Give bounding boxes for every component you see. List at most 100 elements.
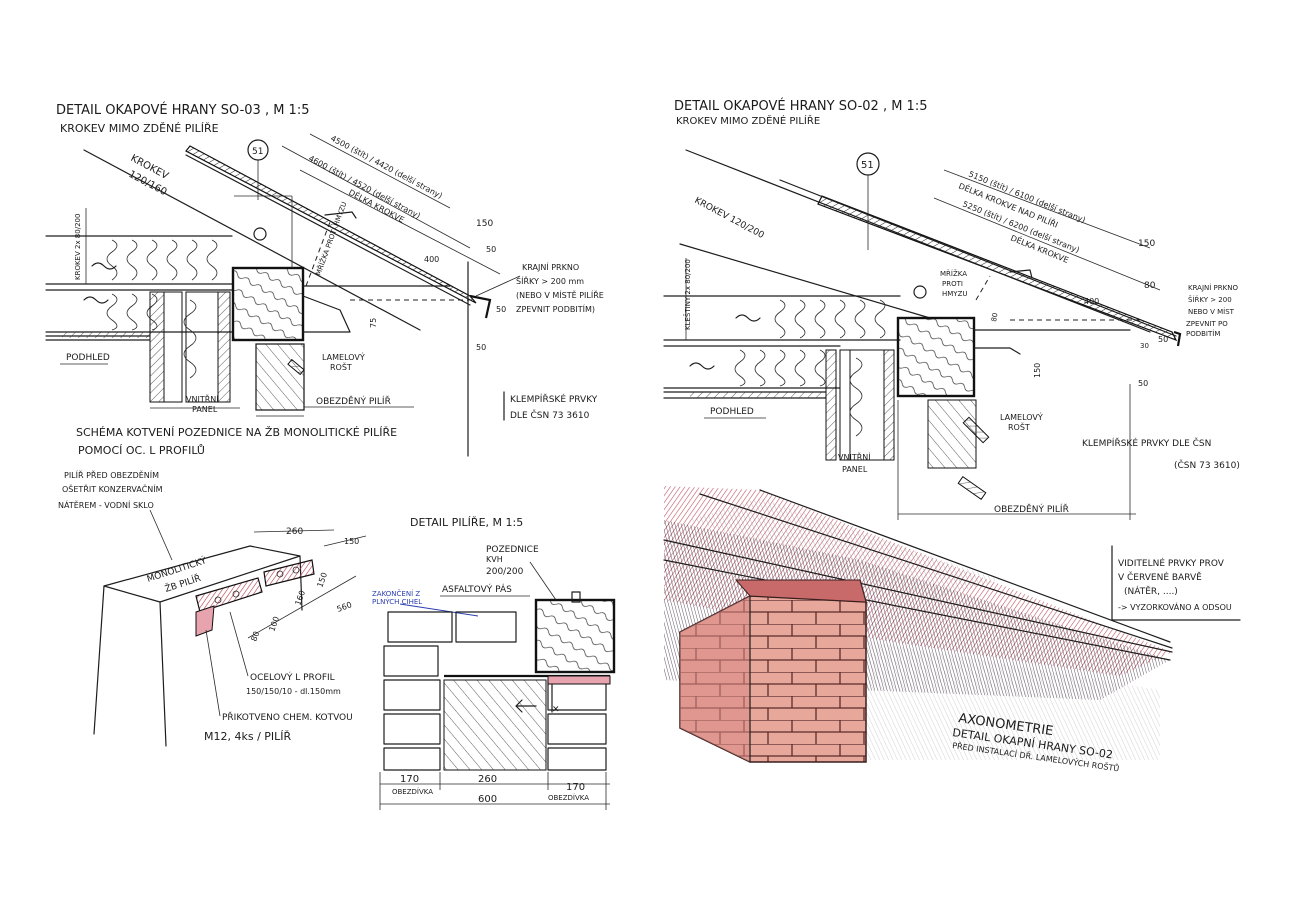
l-profile-section xyxy=(547,675,611,685)
mrizka-r3: HMYZU xyxy=(942,290,968,298)
dim-50r: 50 xyxy=(1158,335,1168,344)
roof-covering xyxy=(185,145,477,304)
klemp-1: KLEMPÍŘSKÉ PRVKY xyxy=(510,393,598,405)
dim-150: 150 xyxy=(476,219,493,229)
dim-260: 260 xyxy=(286,527,303,537)
dim-80: 80 xyxy=(249,630,261,643)
dim-80br: 80 xyxy=(990,312,999,322)
axonometry-sketch: VIDITELNÉ PRVKY PROV V ČERVENÉ BARVĚ (NÁ… xyxy=(663,486,1241,773)
l-profile-1 xyxy=(195,577,263,613)
pilir-note-2: OŠETŘIT KONZERVAČNÍM xyxy=(62,483,163,494)
wall-section xyxy=(45,291,305,411)
marker-label-right: 51 xyxy=(861,160,874,171)
dim-160: 160 xyxy=(293,589,307,606)
soffit-board xyxy=(302,285,451,333)
obezdeny-label: OBEZDĚNÝ PILÍŘ xyxy=(316,395,391,407)
asfalt-label: ASFALTOVÝ PÁS xyxy=(442,583,512,595)
schema-title-1: SCHÉMA KOTVENÍ POZEDNICE NA ŽB MONOLITIC… xyxy=(76,426,397,439)
dim-170c-lbl: OBEZDÍVKA xyxy=(548,793,589,802)
mrizka-r2: PROTI xyxy=(942,280,963,288)
krajni-r5: PODBITÍM xyxy=(1186,329,1220,338)
dim-75: 75 xyxy=(369,318,378,328)
pozednice-3: 200/200 xyxy=(486,567,524,577)
pillar-detail: DETAIL PILÍŘE, M 1:5 POZEDNICE KVH 200/2… xyxy=(372,516,616,810)
legend-1: VIDITELNÉ PRVKY PROV xyxy=(1118,557,1225,569)
ocel-2: 150/150/10 - dl.150mm xyxy=(246,687,341,696)
left-eaves-detail: DETAIL OKAPOVÉ HRANY SO-03 , M 1:5 KROKE… xyxy=(45,102,604,457)
lamel-label-2: ROŠT xyxy=(330,361,352,372)
podhled-label: PODHLED xyxy=(66,353,110,363)
slope-dimensions: 4500 (štít) / 4420 (delší strany) 4600 (… xyxy=(281,133,506,352)
dim-80r: 80 xyxy=(1144,281,1156,291)
pozednice-beam xyxy=(534,598,616,674)
krajni-r2: ŠÍŘKY > 200 xyxy=(1188,295,1232,304)
legend-2: V ČERVENÉ BARVĚ xyxy=(1118,571,1202,583)
roof-covering-right xyxy=(817,195,1178,342)
left-title: DETAIL OKAPOVÉ HRANY SO-03 , M 1:5 xyxy=(56,102,309,118)
dim-260b: 260 xyxy=(478,774,497,785)
dim-100: 100 xyxy=(267,615,281,632)
marker-label: 51 xyxy=(252,147,263,157)
right-eaves-detail: DETAIL OKAPOVÉ HRANY SO-02 , M 1:5 KROKE… xyxy=(663,98,1240,520)
zakonceni-2: PLNÝCH CIHEL xyxy=(372,597,422,606)
dim-30r: 30 xyxy=(1140,342,1149,350)
prik-1: PŘIKOTVENO CHEM. KOTVOU xyxy=(222,712,353,723)
l-profile-leg xyxy=(195,605,215,637)
anchoring-schema: SCHÉMA KOTVENÍ POZEDNICE NA ŽB MONOLITIC… xyxy=(58,426,397,747)
klemp-2: DLE ČSN 73 3610 xyxy=(510,409,590,421)
pilir-note-3: NÁTĚREM - VODNÍ SKLO xyxy=(58,499,154,510)
podhled-right: PODHLED xyxy=(710,407,754,417)
dim-150r: 150 xyxy=(1138,239,1155,249)
lamel-r2: ROŠT xyxy=(1008,421,1030,432)
prik-2: M12, 4ks / PILÍŘ xyxy=(204,730,292,743)
zakonceni-1: ZAKONČENÍ Z xyxy=(372,589,420,598)
vnitrni-label-1: VNITŘNÍ xyxy=(186,393,219,404)
wall-plate xyxy=(231,266,305,342)
ocel-1: OCELOVÝ L PROFIL xyxy=(250,671,335,683)
dim-600: 600 xyxy=(478,794,497,805)
krajni-r4: ZPEVNIT PO xyxy=(1186,320,1228,328)
obezdeny-right: OBEZDĚNÝ PILÍŘ xyxy=(994,503,1069,515)
lamel-r1: LAMELOVÝ xyxy=(1000,411,1043,422)
dim-170a: 170 xyxy=(400,774,419,785)
krokev-vertical: KROKEV 2x 80/200 xyxy=(74,214,82,280)
flashing xyxy=(469,294,492,319)
vnitrni-r2: PANEL xyxy=(842,465,868,474)
bolt-icon-right xyxy=(913,285,927,299)
krajni-r3: NEBO V MÍST xyxy=(1188,307,1235,316)
klemp-r2: (ČSN 73 3610) xyxy=(1174,459,1240,471)
dim-50br: 50 xyxy=(1138,379,1148,388)
dim-400r: 400 xyxy=(1084,297,1099,306)
wall-section-right xyxy=(663,349,977,469)
krajni-r1: KRAJNÍ PRKNO xyxy=(1188,283,1238,292)
rafter-top xyxy=(185,154,471,306)
dim-50a: 50 xyxy=(486,245,496,254)
dim-150s: 150 xyxy=(344,537,359,546)
dim-560: 560 xyxy=(336,600,353,614)
schema-title-2: POMOCÍ OC. L PROFILŮ xyxy=(78,444,205,457)
svg-text:✕: ✕ xyxy=(552,705,560,715)
pilir-note-1: PILÍŘ PŘED OBEZDĚNÍM xyxy=(64,469,159,480)
mrizka-r1: MŘÍŽKA xyxy=(940,269,967,278)
klestiny-vertical: KLEŠTINY 2x 80/200 xyxy=(683,259,692,330)
dim-50c: 50 xyxy=(476,343,486,352)
bolt-icon xyxy=(253,227,267,241)
pozednice-1: POZEDNICE xyxy=(486,545,539,555)
lamel-label-1: LAMELOVÝ xyxy=(322,351,365,362)
dim-170c: 170 xyxy=(566,782,585,793)
insulation: KROKEV 2x 80/200 xyxy=(45,208,233,333)
pozednice-2: KVH xyxy=(486,555,503,564)
concrete-core xyxy=(443,679,547,771)
wall-plate-right xyxy=(896,316,976,398)
insect-mesh xyxy=(305,221,331,287)
left-subtitle: KROKEV MIMO ZDĚNÉ PILÍŘE xyxy=(60,122,219,135)
legend-4: -> VYZORKOVÁNO A ODSOU xyxy=(1118,601,1232,612)
krajni-1: KRAJNÍ PRKNO xyxy=(522,261,579,272)
dim-400: 400 xyxy=(424,255,439,264)
insulation-right: KLEŠTINY 2x 80/200 xyxy=(663,258,901,389)
vnitrni-label-2: PANEL xyxy=(192,405,218,414)
krajni-3: (NEBO V MÍSTĚ PILÍŘE xyxy=(516,289,604,300)
dim-170a-lbl: OBEZDÍVKA xyxy=(392,787,433,796)
krajni-2: ŠÍŘKY > 200 mm xyxy=(516,275,584,286)
